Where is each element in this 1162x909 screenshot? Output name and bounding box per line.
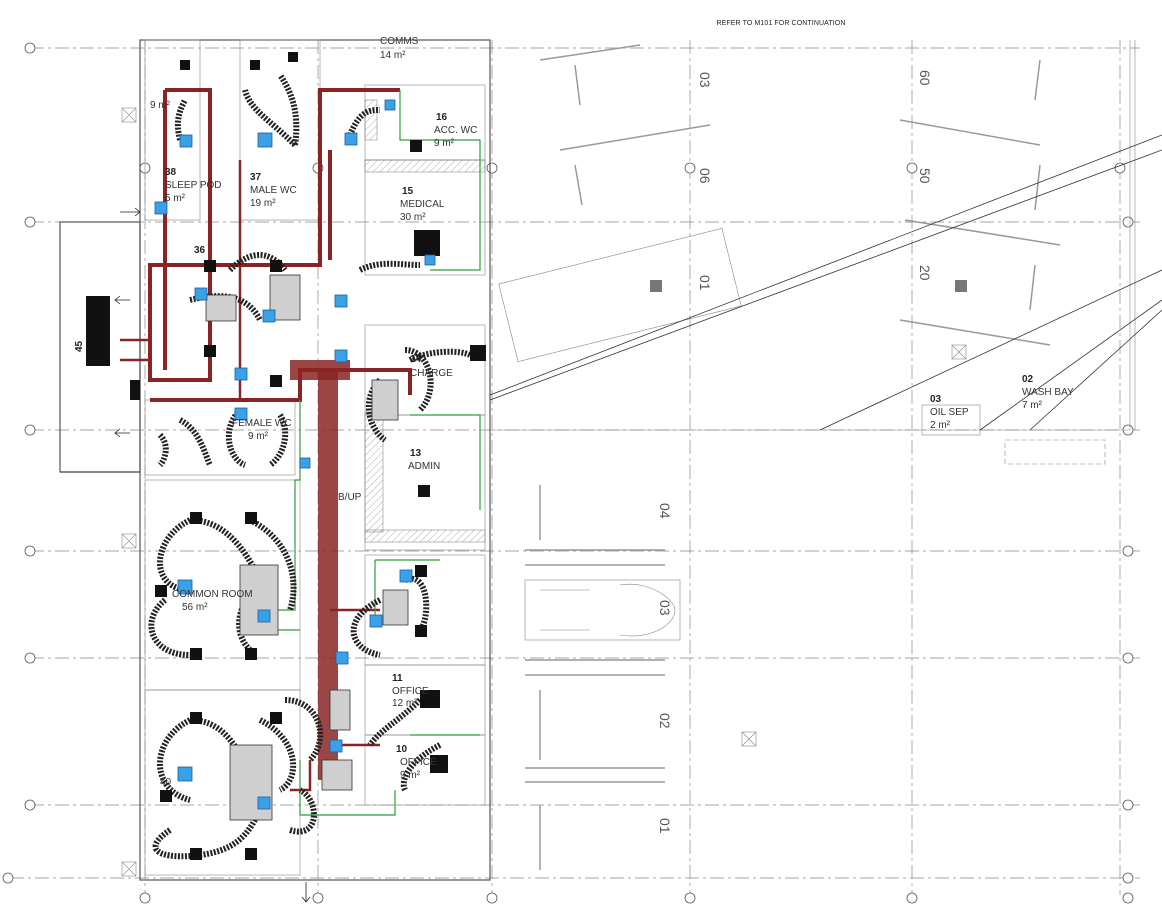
room-number-admin: 13 xyxy=(410,448,422,459)
room-number-office10: 10 xyxy=(396,744,408,755)
room-area-40: 40 xyxy=(160,777,172,788)
reference-note: REFER TO M101 FOR CONTINUATION xyxy=(716,20,846,27)
room-name-washbay: WASH BAY xyxy=(1022,387,1074,398)
room-number-charge: 14 xyxy=(410,354,422,365)
room-area-commonroom: 56 m² xyxy=(182,602,208,613)
room-number-oilsep: 03 xyxy=(930,394,942,405)
room-area-comms: 14 m² xyxy=(380,50,406,61)
room-area-office11: 12 m² xyxy=(392,698,418,709)
room-area-small: 9 m² xyxy=(150,100,171,111)
room-name-comms: COMMS xyxy=(380,36,419,47)
hatched-zones xyxy=(364,99,486,543)
bay-numbers: 03 60 06 50 01 20 04 03 02 01 xyxy=(657,70,933,834)
room-name-medical: MEDICAL xyxy=(400,199,445,210)
room-name-admin: ADMIN xyxy=(408,461,440,472)
room-number-45: 45 xyxy=(74,340,85,352)
bay-number: 01 xyxy=(657,818,673,834)
room-name-malewc: MALE WC xyxy=(250,185,297,196)
bay-number: 02 xyxy=(657,713,673,729)
grid-lines xyxy=(10,40,1140,895)
air-diffusers xyxy=(154,99,436,810)
room-name-femalewc: FEMALE WC xyxy=(232,418,291,429)
bay-number: 50 xyxy=(917,168,933,184)
building-walls xyxy=(59,39,1136,881)
bay-number: 20 xyxy=(917,265,933,281)
room-number-washbay: 02 xyxy=(1022,374,1034,385)
room-number-malewc: 37 xyxy=(250,172,262,183)
room-name-bup: B/UP xyxy=(338,492,362,503)
room-name-sleeppod: SLEEP POD xyxy=(165,180,222,191)
room-name-accwc: ACC. WC xyxy=(434,125,477,136)
bay-number: 03 xyxy=(697,72,713,88)
room-area-oilsep: 2 m² xyxy=(930,420,951,431)
room-name-oilsep: OIL SEP xyxy=(930,407,969,418)
room-number-accwc: 16 xyxy=(436,112,448,123)
room-name-commonroom: COMMON ROOM xyxy=(172,589,253,600)
room-name-office10: OFFICE xyxy=(400,757,437,768)
room-area-femalewc: 9 m² xyxy=(248,431,269,442)
room-labels: COMMS 14 m² 16 ACC. WC 9 m² 15 MEDICAL 3… xyxy=(74,36,1074,788)
vehicle-area xyxy=(121,44,1162,877)
bay-number: 60 xyxy=(917,70,933,86)
supply-ductwork xyxy=(120,88,412,792)
fan-coil-units xyxy=(86,52,486,860)
entry-arrows xyxy=(114,207,311,903)
room-name-office11: OFFICE xyxy=(392,686,429,697)
room-area-office10: 9 m² xyxy=(400,770,421,781)
room-area-sleeppod: 5 m² xyxy=(165,193,186,204)
bay-number: 06 xyxy=(697,168,713,184)
room-area-washbay: 7 m² xyxy=(1022,400,1043,411)
room-area-medical: 30 m² xyxy=(400,212,426,223)
room-number-sleeppod: 38 xyxy=(165,167,177,178)
bay-number: 03 xyxy=(657,600,673,616)
room-area-accwc: 9 m² xyxy=(434,138,455,149)
room-number-medical: 15 xyxy=(402,186,414,197)
room-number-36: 36 xyxy=(194,245,206,256)
room-area-malewc: 19 m² xyxy=(250,198,276,209)
grid-bubbles xyxy=(2,42,1134,904)
bay-number: 04 xyxy=(657,503,673,519)
bay-number: 01 xyxy=(697,275,713,291)
room-name-charge: CHARGE xyxy=(410,368,453,379)
room-number-office11: 11 xyxy=(392,673,403,684)
